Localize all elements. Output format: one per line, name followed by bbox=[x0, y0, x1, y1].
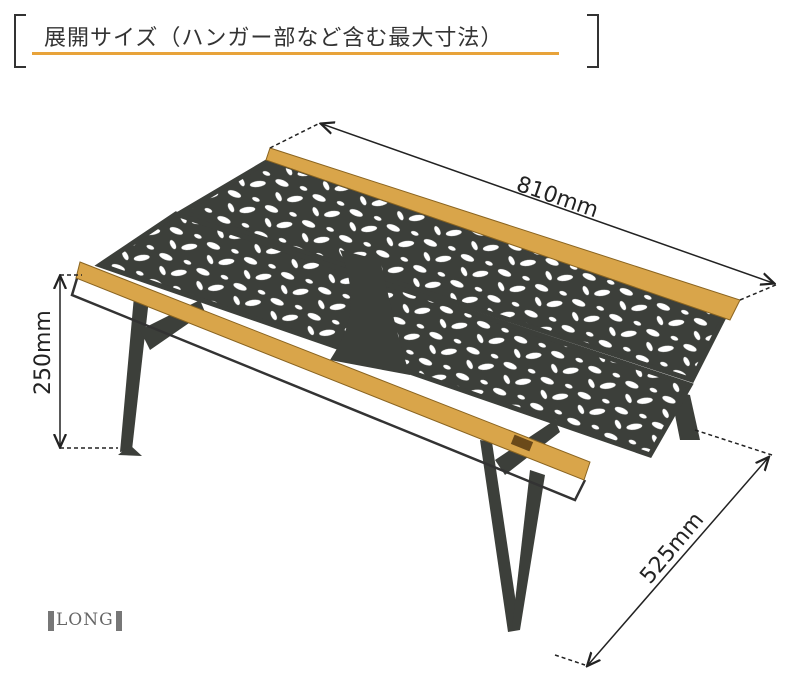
right-bracket bbox=[587, 14, 599, 68]
svg-text:810mm: 810mm bbox=[513, 172, 601, 223]
hanger-rail bbox=[70, 274, 587, 502]
variant-text: LONG bbox=[56, 610, 114, 630]
variant-label: LONG bbox=[46, 610, 124, 631]
brand-stamp bbox=[510, 434, 534, 452]
table-legs bbox=[118, 285, 700, 632]
left-bracket bbox=[14, 14, 26, 68]
height-dimension: 250mm bbox=[31, 275, 118, 448]
svg-text:250mm: 250mm bbox=[31, 310, 56, 395]
header-underline bbox=[32, 52, 559, 55]
header-title: 展開サイズ（ハンガー部など含む最大寸法） bbox=[44, 26, 504, 51]
front-wood-slat bbox=[75, 261, 591, 481]
section-header: 展開サイズ（ハンガー部など含む最大寸法） bbox=[14, 6, 599, 72]
svg-text:525mm: 525mm bbox=[635, 508, 709, 589]
